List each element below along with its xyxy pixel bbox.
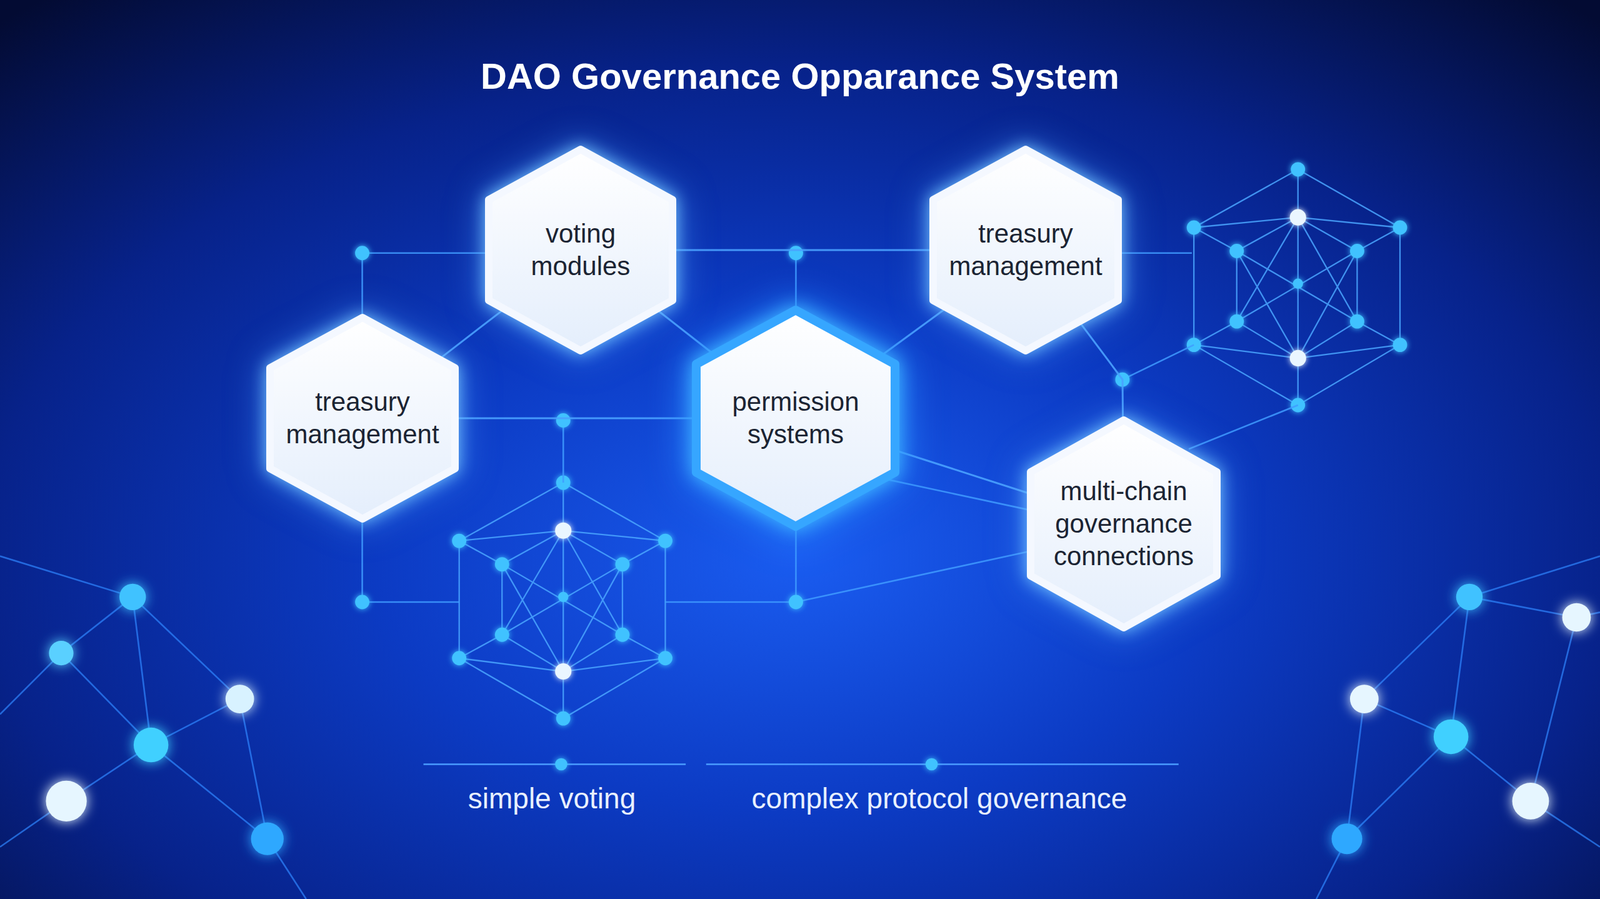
node-label: multi-chain governance connections bbox=[1042, 475, 1205, 573]
corner-network bbox=[1316, 556, 1600, 899]
hexagon-node: permission systems bbox=[696, 310, 895, 527]
hexagon-node: voting modules bbox=[488, 149, 673, 351]
hexagon-outline bbox=[933, 149, 1119, 351]
hexagon-outline bbox=[1030, 420, 1217, 628]
connector-line bbox=[455, 417, 697, 420]
scale-label: complex protocol governance bbox=[751, 781, 1128, 815]
scale-dots bbox=[555, 758, 938, 771]
node-label: treasury management bbox=[281, 385, 444, 451]
hexagon-node: multi-chain governance connections bbox=[1030, 420, 1217, 628]
hexagon-node: treasury management bbox=[933, 149, 1119, 351]
connector-line bbox=[439, 308, 505, 359]
corner-network-dots bbox=[1331, 583, 1592, 855]
diagram-title: DAO Governance Opparance System bbox=[0, 55, 1600, 97]
network-lattice bbox=[451, 475, 673, 726]
connector-line bbox=[880, 307, 947, 357]
corner-network-dots bbox=[45, 583, 284, 855]
node-label: permission systems bbox=[714, 385, 877, 451]
hexagon-shape bbox=[933, 149, 1119, 351]
scale-line bbox=[423, 763, 1179, 765]
hexagon-outline bbox=[696, 310, 895, 527]
connector-line bbox=[1079, 321, 1124, 420]
hexagon-shape bbox=[696, 310, 895, 527]
node-label: treasury management bbox=[944, 217, 1107, 283]
node-label: voting modules bbox=[499, 217, 662, 283]
corner-network bbox=[0, 556, 307, 899]
scale-label: simple voting bbox=[468, 781, 636, 815]
network-lattice bbox=[1186, 162, 1408, 413]
hexagon-outline bbox=[270, 317, 455, 519]
hexagon-shape bbox=[488, 149, 673, 351]
connector-line bbox=[895, 450, 1031, 494]
connector-line bbox=[656, 309, 714, 355]
hexagon-shape bbox=[270, 317, 455, 519]
hexagon-outline bbox=[488, 149, 673, 351]
connector-line bbox=[672, 249, 934, 252]
hexagon-node: treasury management bbox=[270, 317, 455, 519]
